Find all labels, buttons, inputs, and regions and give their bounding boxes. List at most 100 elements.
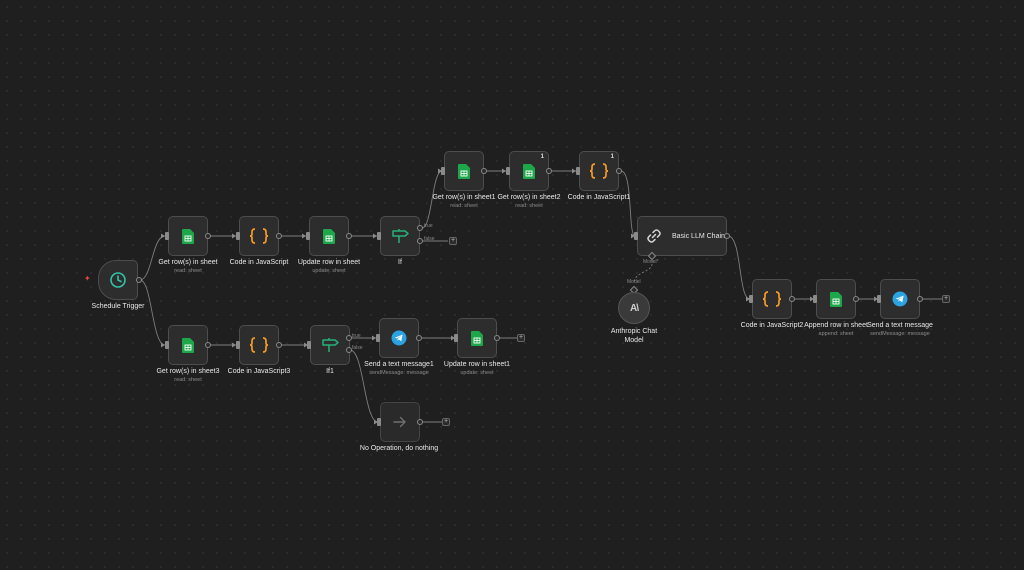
true-output-port[interactable] [417, 225, 423, 231]
input-port[interactable] [306, 232, 310, 240]
code-js1-label: Code in JavaScript1 [567, 194, 631, 201]
if-signpost-icon [392, 229, 409, 243]
get-rows1-node[interactable] [444, 151, 484, 191]
output-port[interactable] [789, 296, 795, 302]
add-node-button[interactable]: + [449, 237, 457, 245]
telegram-icon [391, 330, 407, 346]
output-port[interactable] [481, 168, 487, 174]
lightning-icon: ✦ [84, 274, 91, 283]
output-port[interactable] [346, 233, 352, 239]
append-row-node[interactable] [816, 279, 856, 319]
true-output-port[interactable] [346, 335, 352, 341]
update-row1-node[interactable] [457, 318, 497, 358]
node-subtitle: read: sheet [450, 203, 478, 209]
input-port[interactable] [376, 334, 380, 342]
node-subtitle: sendMessage: message [369, 370, 429, 376]
false-output-port[interactable] [417, 238, 423, 244]
output-port[interactable] [616, 168, 622, 174]
input-port[interactable] [813, 295, 817, 303]
send-message-node[interactable] [880, 279, 920, 319]
output-port[interactable] [853, 296, 859, 302]
google-sheets-icon [458, 163, 470, 179]
if1-node[interactable] [310, 325, 350, 365]
add-node-button[interactable]: + [442, 418, 450, 426]
input-port[interactable] [454, 334, 458, 342]
anthropic-chat-model-node[interactable]: A\ [618, 292, 650, 324]
get-rows2-label: Get row(s) in sheet2 read: sheet [497, 193, 560, 210]
get-rows2-node[interactable]: 1 [509, 151, 549, 191]
node-subtitle: sendMessage: message [870, 331, 930, 337]
input-port[interactable] [506, 167, 510, 175]
node-title: Get row(s) in sheet [158, 259, 218, 266]
get-rows-node[interactable] [168, 216, 208, 256]
code-braces-icon [249, 337, 269, 353]
no-operation-node[interactable] [380, 402, 420, 442]
code-braces-icon [762, 291, 782, 307]
input-port[interactable] [236, 341, 240, 349]
get-rows3-node[interactable] [168, 325, 208, 365]
code-js2-node[interactable] [752, 279, 792, 319]
get-rows1-label: Get row(s) in sheet1 read: sheet [432, 193, 495, 210]
model-connection-label: Model [627, 279, 641, 285]
input-port[interactable] [165, 232, 169, 240]
code-js3-node[interactable] [239, 325, 279, 365]
output-port[interactable] [205, 342, 211, 348]
node-title: Get row(s) in sheet1 [432, 194, 496, 201]
output-port[interactable] [494, 335, 500, 341]
output-port[interactable] [276, 342, 282, 348]
input-port[interactable] [307, 341, 311, 349]
edge-code1-llm [620, 170, 636, 237]
output-port[interactable] [724, 233, 730, 239]
append-row-label: Append row in sheet append: sheet [804, 321, 868, 338]
google-sheets-icon [182, 228, 194, 244]
basic-llm-chain-node[interactable]: Basic LLM Chain [637, 216, 727, 256]
if-label: If [398, 259, 402, 266]
node-subtitle: update: sheet [460, 370, 494, 376]
node-title: Update row in sheet1 [443, 361, 511, 368]
google-sheets-icon [523, 163, 535, 179]
add-node-button[interactable]: + [517, 334, 525, 342]
code-js-node[interactable] [239, 216, 279, 256]
send-message-label: Send a text message sendMessage: message [867, 321, 933, 338]
false-output-port[interactable] [346, 347, 352, 353]
input-port[interactable] [165, 341, 169, 349]
code-js3-label: Code in JavaScript3 [227, 368, 291, 375]
output-port[interactable] [917, 296, 923, 302]
node-title: Send a text message [867, 322, 933, 329]
node-title: Send a text message1 [364, 361, 434, 368]
input-port[interactable] [634, 232, 638, 240]
input-port[interactable] [877, 295, 881, 303]
node-title: Update row in sheet [297, 259, 361, 266]
code-js-label: Code in JavaScript [229, 259, 289, 266]
if-node[interactable] [380, 216, 420, 256]
input-port[interactable] [576, 167, 580, 175]
google-sheets-icon [323, 228, 335, 244]
anthropic-chat-model-label: Anthropic Chat Model [604, 327, 664, 345]
send-message1-node[interactable] [379, 318, 419, 358]
get-rows3-label: Get row(s) in sheet3 read: sheet [156, 367, 219, 384]
input-port[interactable] [441, 167, 445, 175]
update-row1-label: Update row in sheet1 update: sheet [444, 360, 510, 377]
output-port[interactable] [546, 168, 552, 174]
output-port[interactable] [205, 233, 211, 239]
update-row-node[interactable] [309, 216, 349, 256]
clock-icon [110, 272, 126, 288]
input-port[interactable] [377, 232, 381, 240]
add-node-button[interactable]: + [942, 295, 950, 303]
input-port[interactable] [377, 418, 381, 426]
input-port[interactable] [749, 295, 753, 303]
output-port[interactable] [417, 419, 423, 425]
code-js1-node[interactable]: 1 [579, 151, 619, 191]
node-subtitle: read: sheet [515, 203, 543, 209]
input-port[interactable] [236, 232, 240, 240]
output-port[interactable] [276, 233, 282, 239]
false-branch-label: false [424, 236, 435, 242]
output-port[interactable] [136, 277, 142, 283]
send-message1-label: Send a text message1 sendMessage: messag… [364, 360, 434, 377]
output-port[interactable] [416, 335, 422, 341]
no-operation-label: No Operation, do nothing [359, 445, 439, 452]
node-title: Get row(s) in sheet3 [156, 368, 220, 375]
schedule-trigger-node[interactable] [98, 260, 138, 300]
